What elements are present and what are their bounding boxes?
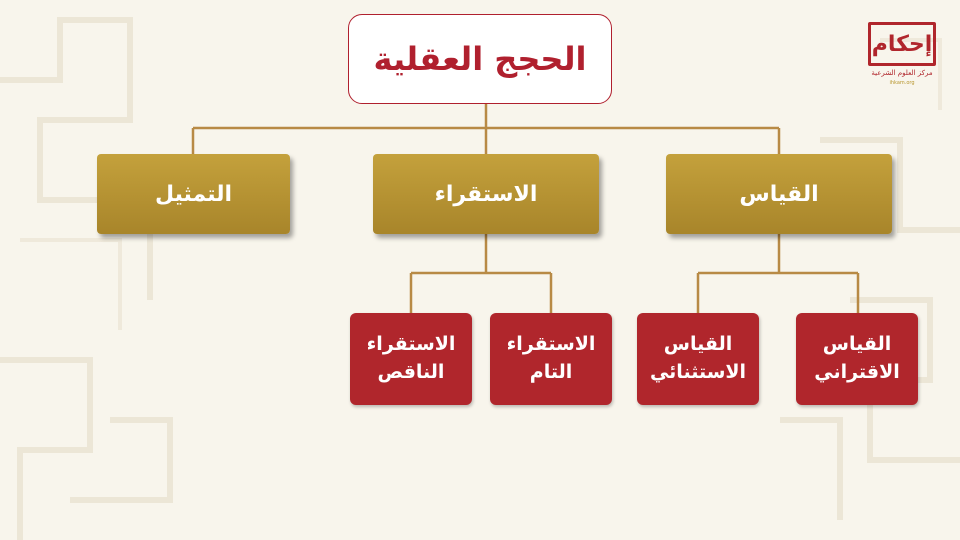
node-istiqra-tam: الاستقراء التام	[490, 313, 612, 405]
logo-wordmark: إحكام	[868, 22, 936, 66]
node-qiyas-istithnai: القياس الاستثنائي	[637, 313, 759, 405]
logo-subtitle: مركز العلوم الشرعية	[871, 69, 933, 77]
node-istiqra-naqis: الاستقراء الناقص	[350, 313, 472, 405]
node-tamthil: التمثيل	[97, 154, 290, 234]
ihkam-logo: إحكام مركز العلوم الشرعية ihkam.org	[864, 22, 940, 94]
node-qiyas-iqtirani: القياس الاقتراني	[796, 313, 918, 405]
logo-url: ihkam.org	[889, 80, 915, 86]
root-node-rational-arguments: الحجج العقلية	[348, 14, 612, 104]
node-istiqra: الاستقراء	[373, 154, 599, 234]
node-qiyas: القياس	[666, 154, 892, 234]
